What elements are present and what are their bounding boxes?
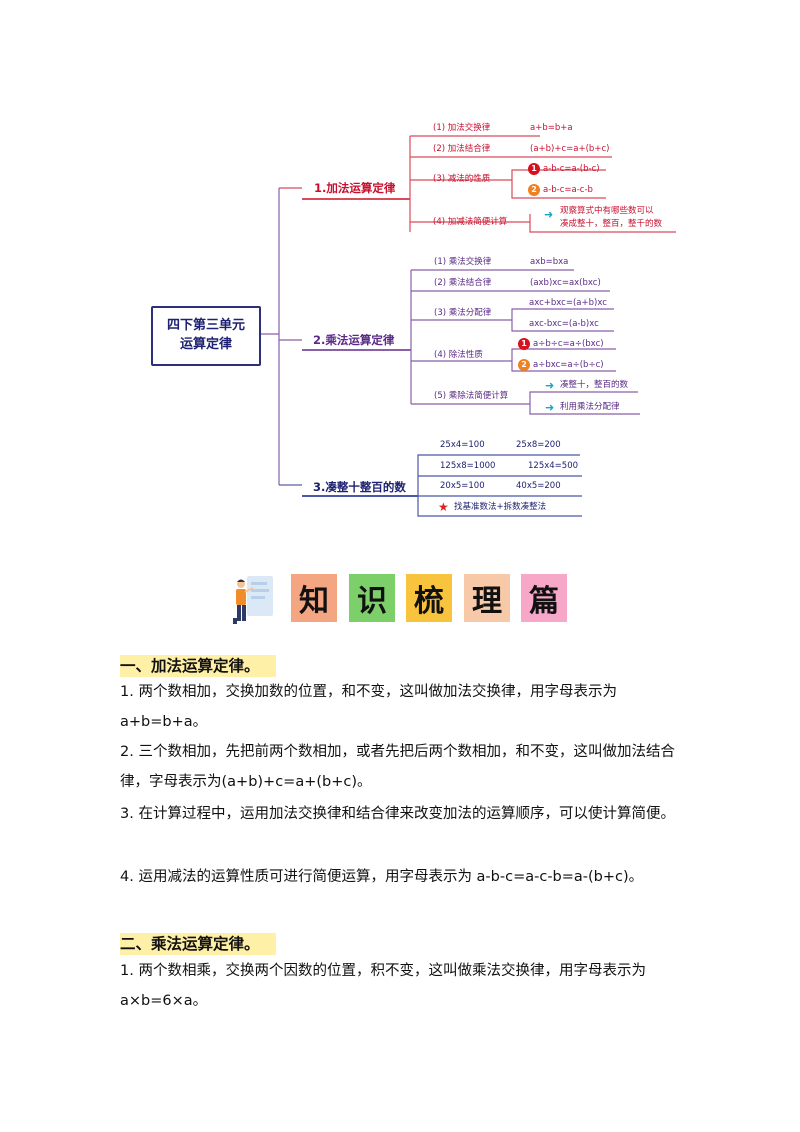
tip-use-distributive: 利用乘法分配律 <box>560 402 620 412</box>
paragraph: 4. 运用减法的运算性质可进行简便运算，用字母表示为 a-b-c=a-c-b=a… <box>120 869 644 885</box>
item-add-sub-shortcut: (4) 加减法简便计算 <box>433 217 508 227</box>
mindmap-root: 四下第三单元 运算定律 <box>151 306 261 366</box>
number-badge-2: 2 <box>528 184 540 196</box>
formula-add-associative: (a+b)+c=a+(b+c) <box>530 144 610 154</box>
banner-char-tile: 梳 <box>406 574 452 622</box>
formula-add-commutative: a+b=b+a <box>530 123 573 133</box>
fact-cell: 25x4=100 <box>440 440 485 450</box>
banner-char-tile: 篇 <box>521 574 567 622</box>
banner-char-tile: 知 <box>291 574 337 622</box>
heading-text: 一、加法运算定律。 <box>120 655 276 677</box>
tip-method: 找基准数法+拆数凑整法 <box>454 502 547 512</box>
item-mul-div-shortcut: (5) 乘除法简便计算 <box>434 391 509 401</box>
category-multiplication: 2.乘法运算定律 <box>313 333 395 347</box>
fact-cell: 20x5=100 <box>440 481 485 491</box>
mindmap-connectors <box>259 135 676 517</box>
heading-text: 二、乘法运算定律。 <box>120 933 276 955</box>
note-line-2: 凑成整十，整百，整千的数 <box>560 219 663 229</box>
arrow-right-icon: ➜ <box>545 401 555 414</box>
teacher-figure-icon <box>233 576 273 624</box>
paragraph: 1. 两个数相加，交换加数的位置，和不变，这叫做加法交换律，用字母表示为a+b=… <box>120 684 617 730</box>
item-mul-associative: (2) 乘法结合律 <box>434 278 492 288</box>
category-round-numbers: 3.凑整十整百的数 <box>313 480 406 494</box>
section-heading-addition: 一、加法运算定律。 <box>120 654 276 677</box>
number-badge-1: 1 <box>528 163 540 175</box>
item-add-associative: (2) 加法结合律 <box>433 144 491 154</box>
formula-distributive-1: axc+bxc=(a+b)xc <box>529 298 607 308</box>
item-mul-commutative: (1) 乘法交换律 <box>434 257 492 267</box>
tip-round-numbers: 凑整十，整百的数 <box>560 380 629 390</box>
formula-div-1: a÷b÷c=a÷(bxc) <box>533 339 604 349</box>
root-title-line2: 运算定律 <box>179 337 232 352</box>
formula-mul-commutative: axb=bxa <box>530 257 569 267</box>
arrow-right-icon: ➜ <box>545 379 555 392</box>
paragraph: 1. 两个数相乘，交换两个因数的位置，积不变，这叫做乘法交换律，用字母表示为a×… <box>120 963 646 1009</box>
fact-cell: 40x5=200 <box>516 481 561 491</box>
paragraph: 2. 三个数相加，先把前两个数相加，或者先把后两个数相加，和不变，这叫做加法结合… <box>120 744 675 790</box>
paragraph: 3. 在计算过程中，运用加法交换律和结合律来改变加法的运算顺序，可以使计算简便。 <box>120 806 675 822</box>
formula-div-2: a÷bxc=a÷(b÷c) <box>533 360 604 370</box>
formula-distributive-2: axc-bxc=(a-b)xc <box>529 319 599 329</box>
fact-cell: 125x8=1000 <box>440 461 496 471</box>
banner-char-tile: 理 <box>464 574 510 622</box>
banner-char-tile: 识 <box>349 574 395 622</box>
root-title-line1: 四下第三单元 <box>166 318 245 334</box>
formula-sub-1: a-b-c=a-(b-c) <box>543 164 600 174</box>
arrow-right-icon: ➜ <box>544 208 554 221</box>
formula-sub-2: a-b-c=a-c-b <box>543 185 593 195</box>
formula-mul-associative: (axb)xc=ax(bxc) <box>530 278 601 288</box>
category-addition: 1.加法运算定律 <box>314 181 396 195</box>
star-icon: ★ <box>438 500 449 514</box>
item-add-commutative: (1) 加法交换律 <box>433 123 491 133</box>
number-badge-1: 1 <box>518 338 530 350</box>
note-line-1: 观察算式中有哪些数可以 <box>560 206 654 216</box>
item-division-property: (4) 除法性质 <box>434 350 483 360</box>
item-distributive: (3) 乘法分配律 <box>434 308 492 318</box>
item-subtraction-property: (3) 减法的性质 <box>433 174 491 184</box>
number-badge-2: 2 <box>518 359 530 371</box>
fact-cell: 25x8=200 <box>516 440 561 450</box>
fact-cell: 125x4=500 <box>528 461 579 471</box>
section-heading-multiplication: 二、乘法运算定律。 <box>120 932 276 955</box>
